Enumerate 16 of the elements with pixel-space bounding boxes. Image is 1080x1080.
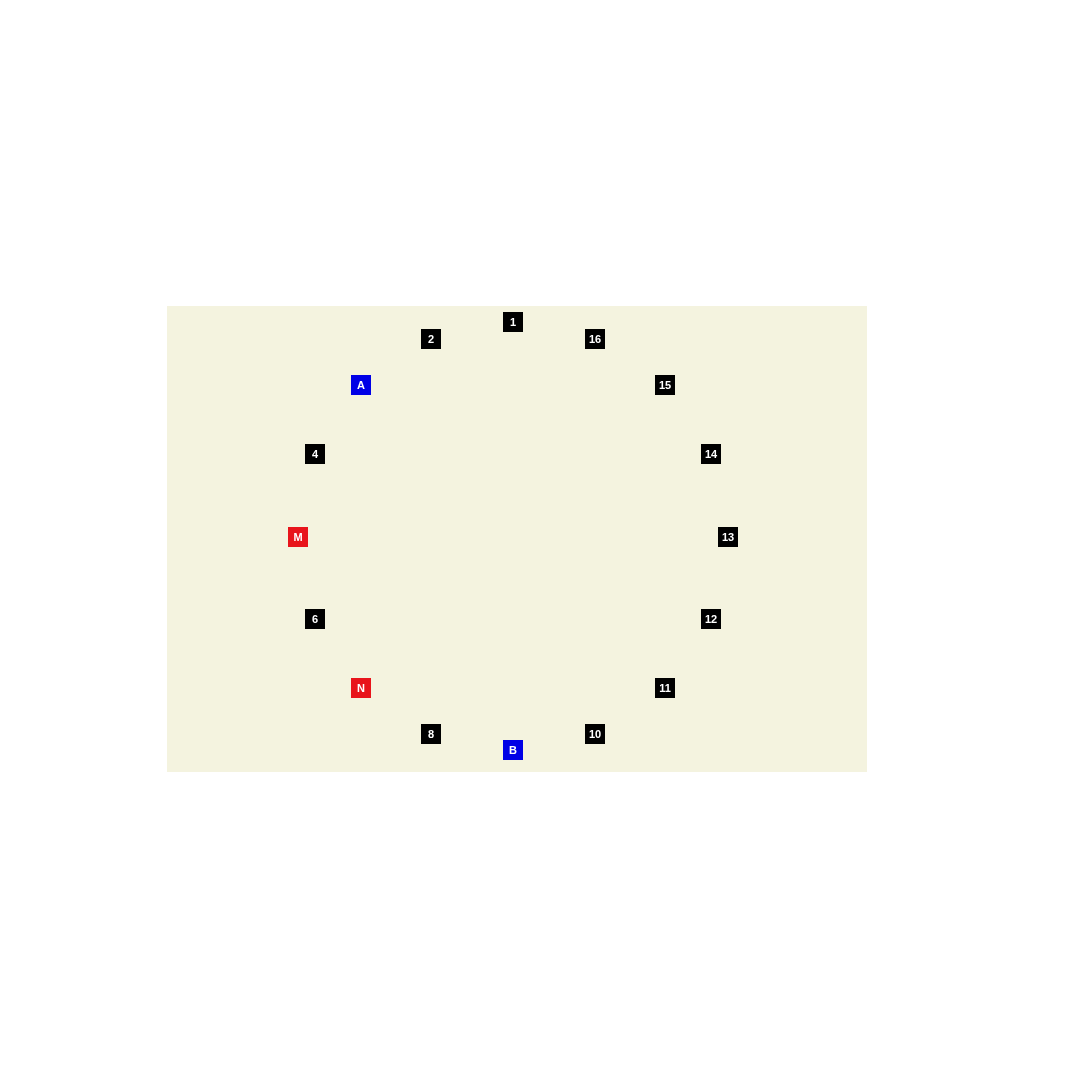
position-marker: 8 — [421, 724, 441, 744]
position-marker: 10 — [585, 724, 605, 744]
position-marker: 12 — [701, 609, 721, 629]
position-marker: M — [288, 527, 308, 547]
position-marker: A — [351, 375, 371, 395]
position-marker: B — [503, 740, 523, 760]
position-marker: 15 — [655, 375, 675, 395]
position-marker: 16 — [585, 329, 605, 349]
position-marker: 13 — [718, 527, 738, 547]
position-marker: N — [351, 678, 371, 698]
position-marker: 14 — [701, 444, 721, 464]
position-marker: 6 — [305, 609, 325, 629]
position-marker: 11 — [655, 678, 675, 698]
position-marker: 2 — [421, 329, 441, 349]
position-marker: 1 — [503, 312, 523, 332]
position-marker: 4 — [305, 444, 325, 464]
